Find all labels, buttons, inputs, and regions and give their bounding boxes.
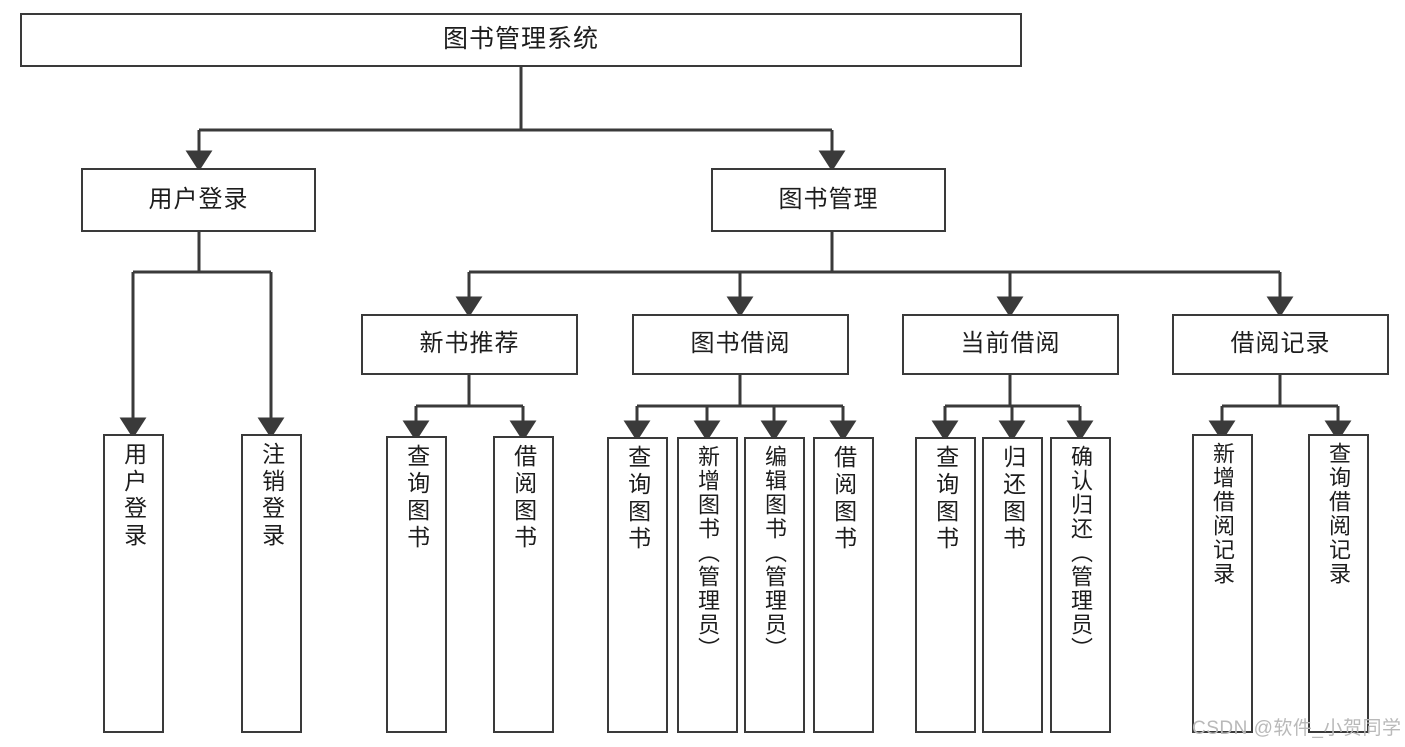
node-label: 查询图书 [624,445,651,553]
leaf-query-borrow-record[interactable]: 查询借阅记录 [1308,434,1369,733]
leaf-borrow-book-new-book[interactable]: 借阅图书 [493,436,554,733]
node-current-borrow[interactable]: 当前借阅 [902,314,1119,375]
leaf-add-book-admin[interactable]: 新增图书（管理员） [677,437,738,733]
node-label: 查询借阅记录 [1326,442,1352,586]
node-label: 编辑图书（管理员） [762,445,788,661]
node-label: 查询图书 [932,445,959,553]
node-borrow-record[interactable]: 借阅记录 [1172,314,1389,375]
leaf-return-book[interactable]: 归还图书 [982,437,1043,733]
node-label: 图书管理 [778,185,879,213]
node-label: 借阅记录 [1230,330,1331,358]
node-label: 查询图书 [403,444,430,552]
node-label: 图书借阅 [690,330,791,358]
node-root-book-management-system[interactable]: 图书管理系统 [20,13,1022,67]
node-book-management[interactable]: 图书管理 [711,168,946,232]
node-label: 确认归还（管理员） [1068,445,1094,661]
leaf-logout-login[interactable]: 注销登录 [241,434,302,733]
leaf-borrow-book-borrow[interactable]: 借阅图书 [813,437,874,733]
leaf-confirm-return-admin[interactable]: 确认归还（管理员） [1050,437,1111,733]
csdn-watermark: CSDN @软件_小贺同学 [1192,718,1402,739]
leaf-query-book-new-book[interactable]: 查询图书 [386,436,447,733]
leaf-edit-book-admin[interactable]: 编辑图书（管理员） [744,437,805,733]
leaf-query-book-borrow[interactable]: 查询图书 [607,437,668,733]
node-label: 注销登录 [258,442,285,550]
node-label: 用户登录 [120,442,147,550]
node-label: 新增借阅记录 [1210,442,1236,586]
node-label: 借阅图书 [830,445,857,553]
leaf-add-borrow-record[interactable]: 新增借阅记录 [1192,434,1253,733]
node-label: 借阅图书 [510,444,537,552]
leaf-query-book-current[interactable]: 查询图书 [915,437,976,733]
node-label: 当前借阅 [960,330,1061,358]
node-label: 归还图书 [999,445,1026,553]
node-label: 图书管理系统 [442,25,599,54]
node-label: 新书推荐 [419,330,520,358]
leaf-user-login[interactable]: 用户登录 [103,434,164,733]
node-label: 新增图书（管理员） [695,445,721,661]
node-new-book-recommend[interactable]: 新书推荐 [361,314,578,375]
node-user-login[interactable]: 用户登录 [81,168,316,232]
node-label: 用户登录 [148,185,249,213]
node-book-borrow[interactable]: 图书借阅 [632,314,849,375]
